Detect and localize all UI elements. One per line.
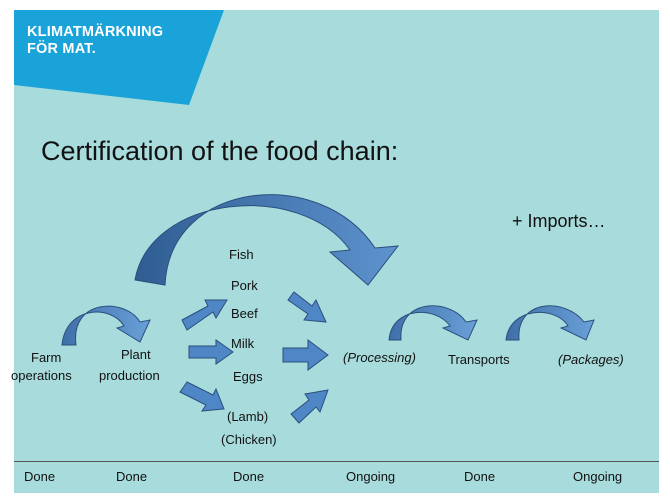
large-curved-arrow xyxy=(134,194,400,286)
product-milk: Milk xyxy=(231,336,255,351)
arrow-plant-to-pork xyxy=(181,299,228,331)
arrow-eggs-to-processing xyxy=(290,389,329,424)
stage-farm-line-1: Farm xyxy=(31,350,62,365)
curved-arrow-farm-plant xyxy=(61,305,151,346)
arrow-milk-to-processing xyxy=(282,339,329,371)
brand-line-1: KLIMATMÄRKNING xyxy=(27,24,164,40)
status-plant: Done xyxy=(116,469,148,484)
status-packages: Ongoing xyxy=(573,469,623,484)
curved-arrow-processing-transports xyxy=(388,305,478,341)
brand-logo-text: KLIMATMÄRKNING FÖR MAT. xyxy=(27,24,163,58)
stage-farm-line-2: operations xyxy=(11,368,72,383)
stage-plant-line-1: Plant xyxy=(121,347,151,362)
imports-note: + Imports… xyxy=(512,211,606,231)
product-lamb: (Lamb) xyxy=(227,409,269,424)
status-row xyxy=(14,461,659,493)
curved-arrow-transports-packages xyxy=(505,305,595,341)
product-beef: Beef xyxy=(231,306,258,321)
product-chicken: (Chicken) xyxy=(221,432,277,447)
status-transports: Done xyxy=(464,469,496,484)
product-pork: Pork xyxy=(231,278,258,293)
arrow-plant-to-milk xyxy=(188,339,234,365)
stage-processing: (Processing) xyxy=(343,350,416,365)
arrow-plant-to-lamb xyxy=(179,381,225,412)
product-fish: Fish xyxy=(229,247,254,262)
status-products: Done xyxy=(233,469,265,484)
product-eggs: Eggs xyxy=(233,369,263,384)
brand-line-2: FÖR MAT. xyxy=(27,41,96,57)
status-farm: Done xyxy=(24,469,56,484)
slide-title: Certification of the food chain: xyxy=(41,136,399,166)
brand-banner-shape xyxy=(14,10,224,105)
stage-transports: Transports xyxy=(448,352,510,367)
brand-banner xyxy=(14,10,224,105)
status-processing: Ongoing xyxy=(346,469,396,484)
arrow-pork-to-processing xyxy=(287,291,327,323)
stage-plant-line-2: production xyxy=(99,368,160,383)
stage-packages: (Packages) xyxy=(558,352,624,367)
